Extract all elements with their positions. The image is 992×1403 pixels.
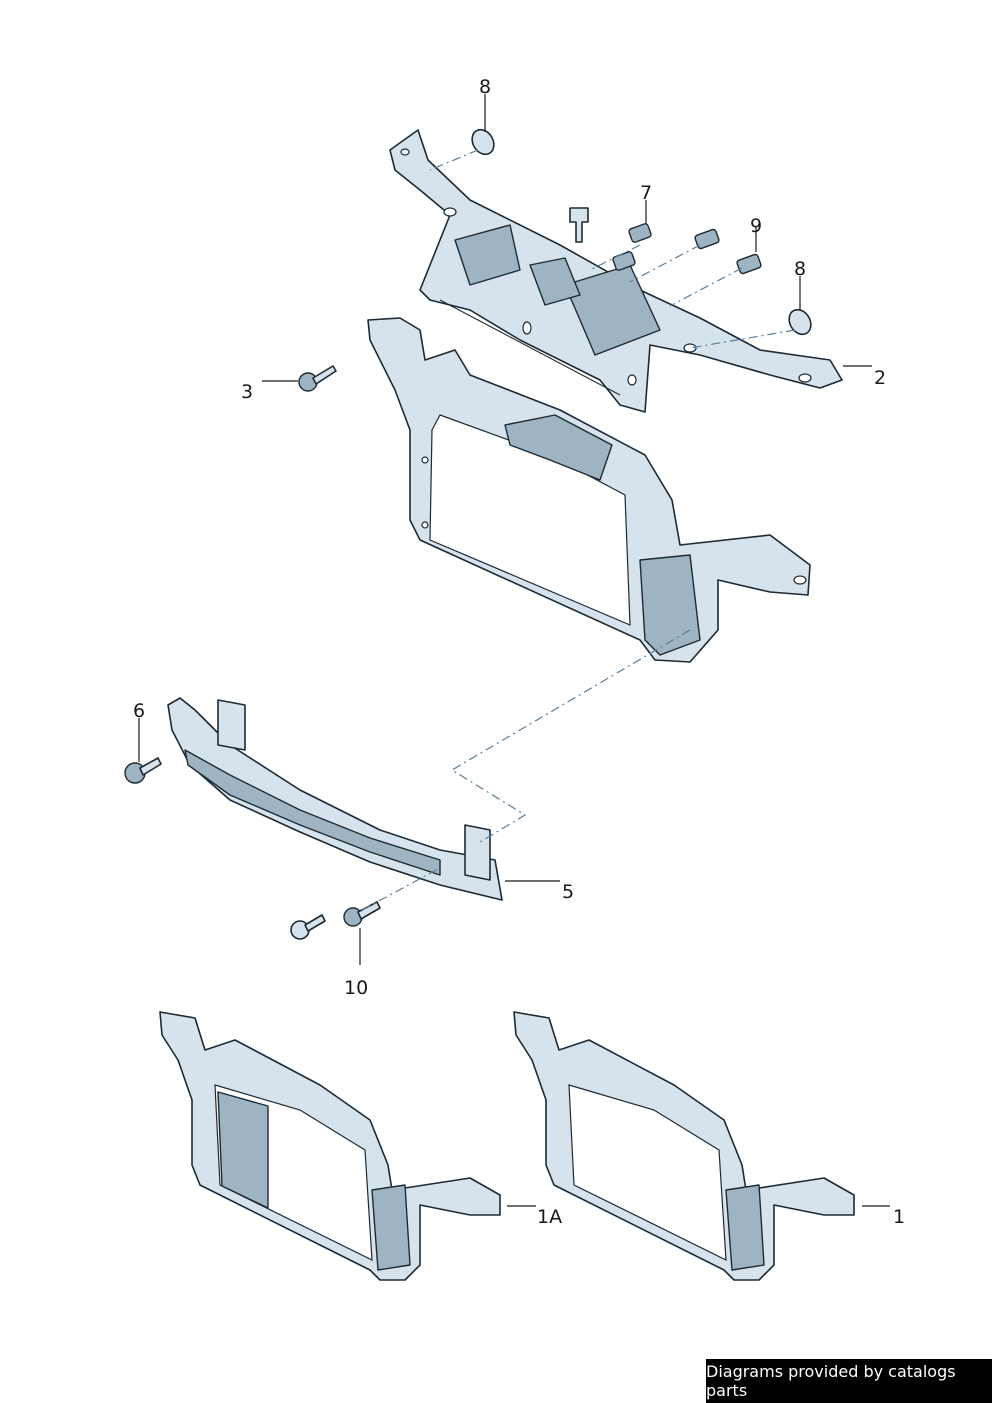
callout-10: 10 — [344, 977, 368, 999]
callout-5: 5 — [562, 881, 574, 903]
bolt-3 — [298, 365, 337, 392]
callout-3: 3 — [241, 381, 253, 403]
lock-carrier-1 — [513, 1011, 855, 1281]
cap-8-upper — [471, 128, 495, 156]
bolt-upper-right — [694, 228, 720, 250]
upper-cross-member — [389, 129, 843, 413]
bumper-bracket-5 — [167, 697, 503, 901]
callout-6: 6 — [133, 700, 145, 722]
bolt-9 — [736, 253, 762, 275]
bolt-6 — [124, 757, 162, 784]
footer-text: Diagrams provided by catalogs parts — [706, 1362, 956, 1400]
leader-lines — [138, 94, 890, 1207]
lock-carrier-1A — [159, 1011, 501, 1281]
bolt-10 — [343, 901, 381, 927]
bolt-7 — [628, 223, 652, 243]
screw-top — [569, 207, 589, 243]
callout-2: 2 — [874, 367, 886, 389]
callout-7: 7 — [640, 182, 652, 204]
callout-9: 9 — [750, 215, 762, 237]
assembly-lines — [361, 149, 796, 911]
callout-8-lower: 8 — [794, 258, 806, 280]
cap-8-lower — [788, 308, 812, 336]
callout-1: 1 — [893, 1206, 905, 1228]
callout-1A: 1A — [537, 1206, 562, 1228]
callout-8-upper: 8 — [479, 76, 491, 98]
bolt-7b — [612, 251, 636, 271]
bolt-10b — [290, 914, 326, 940]
footer-credit: Diagrams provided by catalogs parts — [706, 1359, 992, 1403]
lock-carrier-main — [367, 317, 811, 663]
